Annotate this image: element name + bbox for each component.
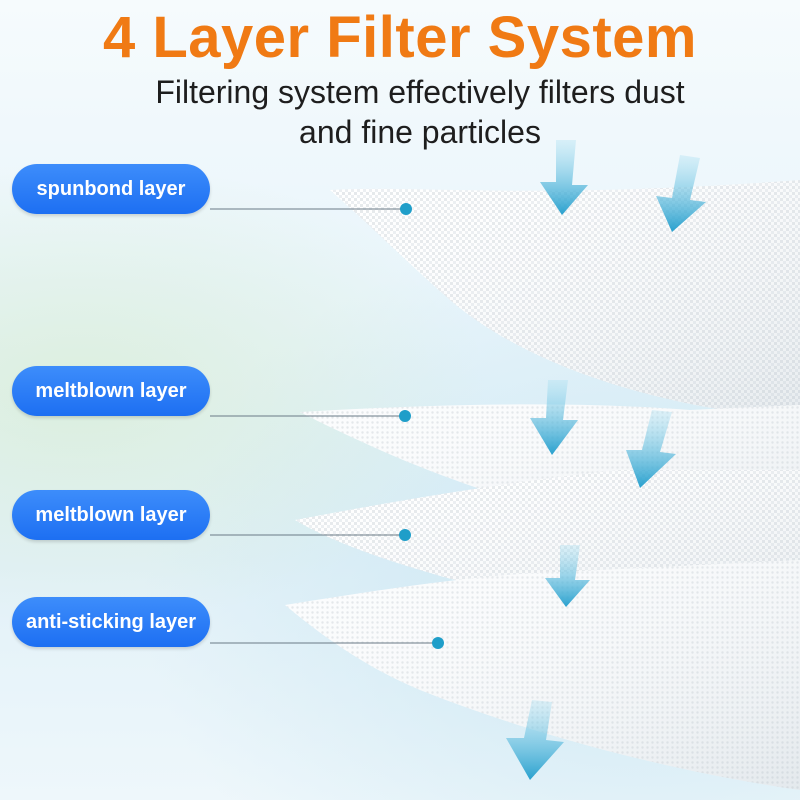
arrow-down-icon (656, 155, 706, 232)
label-spunbond-layer: spunbond layer (12, 164, 210, 214)
label-meltblown-layer-2: meltblown layer (12, 490, 210, 540)
subtitle-line-2: and fine particles (299, 114, 541, 150)
leader-lines (210, 208, 438, 644)
marker-dot (400, 203, 412, 215)
marker-dot (432, 637, 444, 649)
marker-dot (399, 529, 411, 541)
airflow-arrows (506, 140, 706, 780)
arrow-down-icon (506, 700, 564, 780)
marker-dot (399, 410, 411, 422)
label-anti-sticking-layer: anti-sticking layer (12, 597, 210, 647)
label-meltblown-layer-1: meltblown layer (12, 366, 210, 416)
subtitle-line-1: Filtering system effectively filters dus… (155, 74, 685, 110)
arrow-down-icon (626, 410, 676, 488)
arrow-down-icon (530, 380, 578, 455)
sheet-spunbond (330, 180, 800, 420)
page-title: 4 Layer Filter System (102, 5, 697, 70)
arrow-down-icon (545, 545, 590, 607)
arrow-down-icon (540, 140, 588, 215)
page-subtitle: Filtering system effectively filters dus… (60, 72, 780, 152)
sheet-anti-sticking (285, 560, 800, 790)
marker-dots (399, 203, 444, 649)
